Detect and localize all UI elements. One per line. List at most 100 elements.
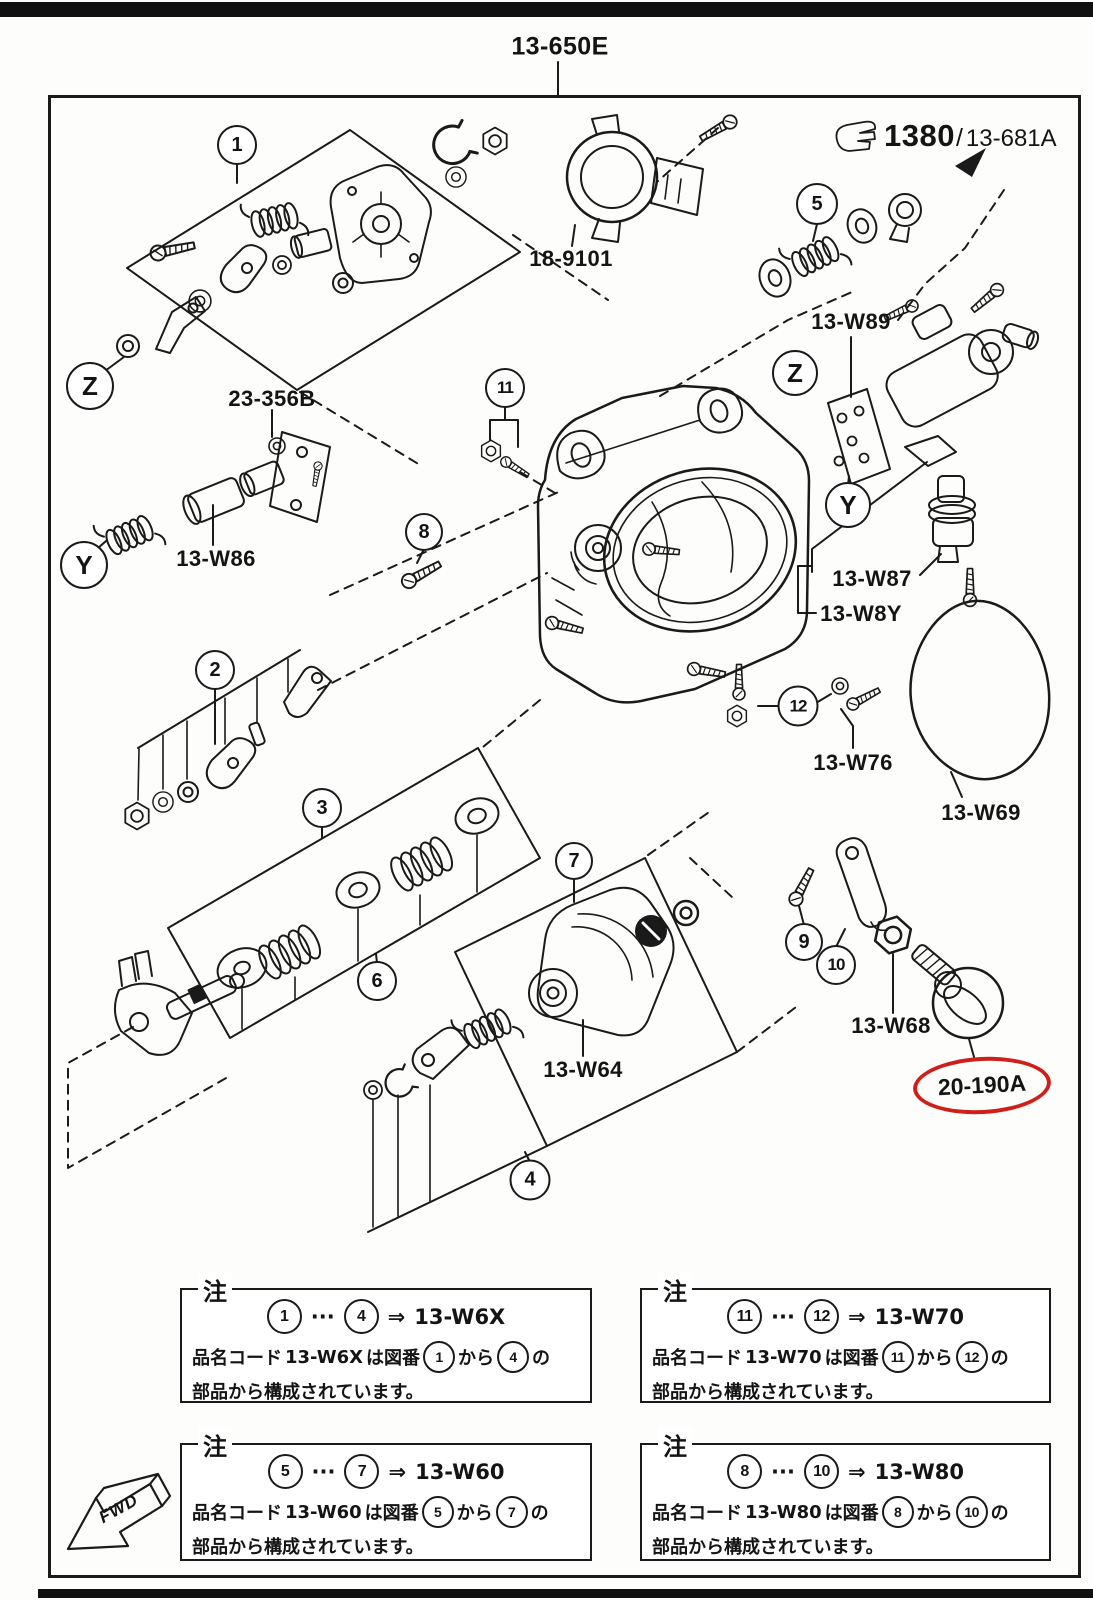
jp-mid1: は図番: [824, 1503, 879, 1524]
balloon-1: 1: [217, 125, 257, 165]
arrow: ⇒: [388, 1459, 407, 1484]
badge-from-inline: 8: [881, 1496, 914, 1528]
note-text-line2: 部品から構成されています。: [192, 1537, 424, 1558]
jp-mid1: は図番: [364, 1503, 419, 1524]
badge-to-inline: 12: [955, 1341, 988, 1373]
part-label-13-w86: 13-W86: [176, 546, 256, 571]
jp-mid2: から: [916, 1503, 953, 1524]
balloon-y-left: Y: [60, 541, 108, 589]
note-code: 13-W6X: [414, 1304, 506, 1329]
badge-to: 10: [803, 1454, 839, 1489]
badge-from: 5: [267, 1454, 303, 1489]
balloon-12: 12: [777, 685, 819, 727]
part-label-13-w64: 13-W64: [543, 1057, 623, 1082]
balloon-7: 7: [555, 842, 593, 880]
note-code-inline: 13-W6X: [285, 1346, 363, 1368]
note-rule-row: 5 ··· 7 ⇒ 13-W60: [182, 1454, 590, 1489]
note-code: 13-W70: [874, 1304, 964, 1329]
note-tab: 注: [658, 1272, 692, 1307]
note-code-inline: 13-W60: [285, 1501, 362, 1523]
balloon-4: 4: [509, 1159, 551, 1201]
badge-from: 1: [266, 1299, 302, 1334]
throttle-body-drawing: [536, 384, 811, 704]
group4-assembly: [363, 809, 801, 1233]
note-code-inline: 13-W80: [745, 1501, 822, 1523]
dots: ···: [771, 1304, 795, 1329]
part-label-20-190a: 20-190A: [937, 1069, 1027, 1101]
note-text-line2: 部品から構成されています。: [652, 1537, 884, 1558]
badge-to: 12: [803, 1299, 839, 1334]
tps-sensor-drawing: [565, 111, 741, 247]
arrow: ⇒: [847, 1459, 866, 1484]
balloon-5: 5: [796, 183, 838, 225]
note-box-w80: 注 8 ··· 10 ⇒ 13-W80 品名コード 13-W80 は図番 8 か…: [640, 1427, 1051, 1561]
callout-1380-code: 13-681A: [965, 125, 1057, 152]
badge-to: 4: [343, 1299, 379, 1334]
jp-mid3: の: [990, 1503, 1009, 1524]
part-label-13-w68: 13-W68: [851, 1013, 931, 1038]
jp-mid3: の: [990, 1348, 1009, 1369]
balloon-10: 10: [816, 945, 856, 985]
note-tab: 注: [198, 1272, 232, 1307]
balloon-z-left: Z: [66, 362, 114, 410]
construction-lines: [299, 127, 719, 748]
note-code-inline: 13-W70: [745, 1346, 822, 1368]
scan-bottom-bar: [38, 1589, 1093, 1598]
part-label-13-w76: 13-W76: [813, 750, 893, 775]
jp-mid3: の: [530, 1503, 549, 1524]
badge-from: 8: [727, 1454, 763, 1489]
bracket-plate-w89: [827, 336, 891, 486]
group11-parts: [480, 405, 561, 497]
badge-from: 11: [727, 1299, 763, 1334]
note-box-w6x: 注 1 ··· 4 ⇒ 13-W6X 品名コード 13-W6X は図番 1 から…: [180, 1272, 592, 1403]
badge-to-inline: 10: [955, 1496, 988, 1528]
throttle-lever-drawing: [67, 950, 245, 1169]
group12-parts: [726, 663, 883, 749]
note-text-line1: 品名コード 13-W6X は図番 1 から 4 の: [192, 1341, 582, 1373]
note-text-line1: 品名コード 13-W70 は図番 11 から 12 の: [652, 1341, 1041, 1373]
dots: ···: [310, 1304, 335, 1329]
diagram-frame: [48, 95, 1081, 1578]
jp-mid1: は図番: [824, 1348, 879, 1369]
balloon-8: 8: [405, 513, 443, 551]
balloon-6: 6: [357, 961, 397, 1001]
note-rule-row: 11 ··· 12 ⇒ 13-W70: [642, 1299, 1049, 1334]
group8-parts: [398, 548, 445, 592]
badge-from-inline: 1: [422, 1341, 455, 1373]
arrow: ⇒: [387, 1304, 406, 1329]
note-box-w60: 注 5 ··· 7 ⇒ 13-W60 品名コード 13-W60 は図番 5 から…: [180, 1427, 592, 1561]
balloon-y-right: Y: [825, 482, 871, 528]
balloon-11: 11: [485, 368, 525, 408]
part-label-23-356b: 23-356B: [228, 386, 316, 411]
note-tab: 注: [658, 1427, 692, 1462]
badge-to-inline: 4: [496, 1341, 529, 1373]
balloon-z-right: Z: [772, 350, 818, 396]
jp-mid2: から: [916, 1348, 953, 1369]
idle-screw-cluster: [786, 837, 1005, 1058]
balloon-3: 3: [302, 788, 342, 828]
badge-from-inline: 5: [421, 1496, 454, 1528]
jp-mid2: から: [456, 1503, 493, 1524]
group5-parts: [758, 193, 922, 298]
group3-assembly: [167, 747, 541, 1039]
note-box-w70: 注 11 ··· 12 ⇒ 13-W70 品名コード 13-W70 は図番 11…: [640, 1272, 1051, 1403]
part-label-13-w87: 13-W87: [832, 566, 912, 591]
callout-1380-bold: 1380: [884, 118, 955, 153]
badge-to: 7: [344, 1454, 380, 1489]
note-tab: 注: [198, 1427, 232, 1462]
balloon-9: 9: [785, 923, 823, 961]
idle-motor-drawing: [659, 148, 1040, 467]
scan-top-bar: [0, 2, 1093, 17]
dots: ···: [311, 1459, 336, 1484]
arrow: ⇒: [847, 1304, 866, 1329]
note-code: 13-W60: [415, 1459, 505, 1484]
jp-mid3: の: [531, 1348, 550, 1369]
part-label-13-w69: 13-W69: [941, 800, 1021, 825]
note-rule-row: 8 ··· 10 ⇒ 13-W80: [642, 1454, 1049, 1489]
assembly-code-title: 13-650E: [511, 32, 609, 61]
part-label-18-9101: 18-9101: [529, 246, 613, 271]
callout-1380: 1380/13-681A: [884, 118, 1057, 154]
jp-mid1: は図番: [365, 1348, 420, 1369]
